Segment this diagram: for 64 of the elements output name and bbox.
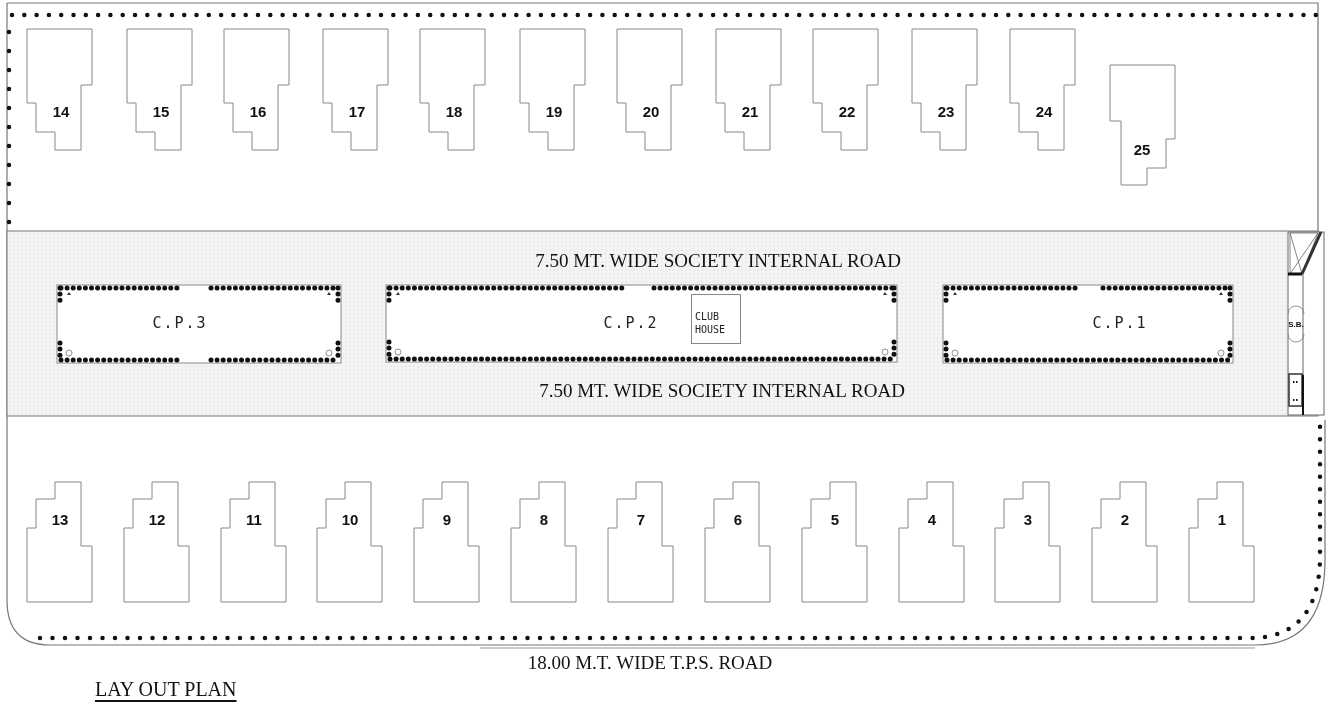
common-plot — [57, 285, 341, 363]
building-plot — [1189, 482, 1254, 602]
building-plot — [124, 482, 189, 602]
plot-number: 5 — [830, 510, 840, 528]
plot-number: 21 — [741, 102, 759, 120]
plot-number: 15 — [152, 102, 170, 120]
club-house-block — [691, 294, 741, 344]
building-plot — [617, 29, 682, 150]
plot-number: 4 — [927, 510, 937, 528]
building-plot — [317, 482, 382, 602]
building-plot — [995, 482, 1060, 602]
road-label: 18.00 M.T. WIDE T.P.S. ROAD — [527, 652, 773, 674]
plot-number: 20 — [642, 102, 660, 120]
building-plot — [1010, 29, 1075, 150]
building-plot — [27, 29, 92, 150]
building-plot — [1110, 65, 1175, 185]
common-plot — [943, 285, 1233, 363]
plot-number: 19 — [545, 102, 563, 120]
plot-number: 12 — [148, 510, 166, 528]
building-plot — [705, 482, 770, 602]
plot-number: 17 — [348, 102, 366, 120]
plot-number: 3 — [1023, 510, 1033, 528]
security-booth — [1286, 306, 1306, 342]
building-plot — [520, 29, 585, 150]
road-label: 7.50 MT. WIDE SOCIETY INTERNAL ROAD — [535, 250, 901, 272]
plot-number: 2 — [1120, 510, 1130, 528]
plot-label: C.P.2 — [603, 314, 659, 332]
plot-number: 8 — [539, 510, 549, 528]
building-plot — [511, 482, 576, 602]
building-plot — [1092, 482, 1157, 602]
building-plot — [224, 29, 289, 150]
building-plot — [420, 29, 485, 150]
building-plot — [27, 482, 92, 602]
plot-number: 9 — [442, 510, 452, 528]
building-plot — [912, 29, 977, 150]
plan-title: LAY OUT PLAN — [95, 678, 237, 701]
building-plot — [899, 482, 964, 602]
building-plot — [802, 482, 867, 602]
building-plot — [127, 29, 192, 150]
plot-label: C.P.1 — [1092, 314, 1148, 332]
plot-number: 16 — [249, 102, 267, 120]
plot-number: 14 — [52, 102, 70, 120]
building-plot — [221, 482, 286, 602]
building-plot — [716, 29, 781, 150]
building-plot — [323, 29, 388, 150]
plot-label: C.P.3 — [152, 314, 208, 332]
building-plot — [414, 482, 479, 602]
common-plot — [386, 285, 897, 362]
road-label: 7.50 MT. WIDE SOCIETY INTERNAL ROAD — [539, 380, 905, 402]
plot-number: 1 — [1217, 510, 1227, 528]
plot-number: 7 — [636, 510, 646, 528]
plot-number: 23 — [937, 102, 955, 120]
plot-number: 13 — [51, 510, 69, 528]
booth-label: S.B. — [1288, 319, 1304, 329]
building-plot — [608, 482, 673, 602]
plot-number: 24 — [1035, 102, 1053, 120]
plot-number: 11 — [246, 510, 262, 528]
plot-number: 10 — [341, 510, 359, 528]
plot-number: 18 — [445, 102, 463, 120]
plot-number: 25 — [1133, 140, 1151, 158]
building-plot — [813, 29, 878, 150]
plot-number: 22 — [838, 102, 856, 120]
block-label: CLUB HOUSE — [695, 310, 727, 336]
plot-number: 6 — [733, 510, 743, 528]
